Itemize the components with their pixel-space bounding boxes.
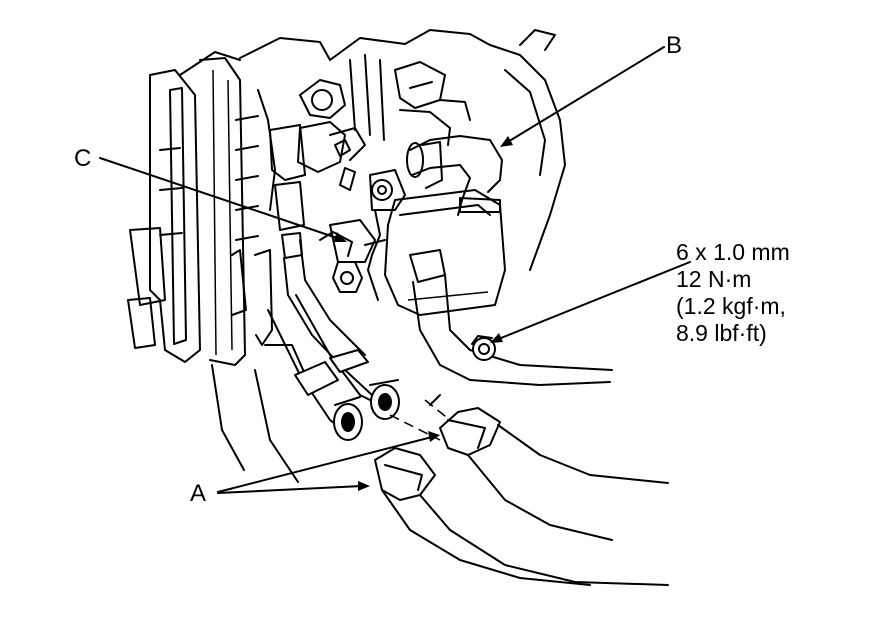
engine-block xyxy=(239,29,566,396)
callout-label-a: A xyxy=(190,480,207,507)
torque-lbfft: 8.9 lbf·ft) xyxy=(676,320,767,346)
callout-label-c: C xyxy=(74,145,92,172)
radiator-structure xyxy=(127,51,299,483)
torque-kgfm: (1.2 kgf·m, xyxy=(676,293,786,319)
torque-nm: 12 N·m xyxy=(676,266,752,292)
flange-bolt xyxy=(471,335,496,361)
leader-lines xyxy=(99,46,691,494)
reservoir-and-hoses xyxy=(364,135,613,386)
bolt-torque-spec: 6 x 1.0 mm 12 N·m (1.2 kgf·m, 8.9 lbf·ft… xyxy=(676,239,790,347)
bolt-size: 6 x 1.0 mm xyxy=(676,239,790,265)
callout-label-b: B xyxy=(666,32,683,59)
heater-hoses xyxy=(264,294,669,586)
